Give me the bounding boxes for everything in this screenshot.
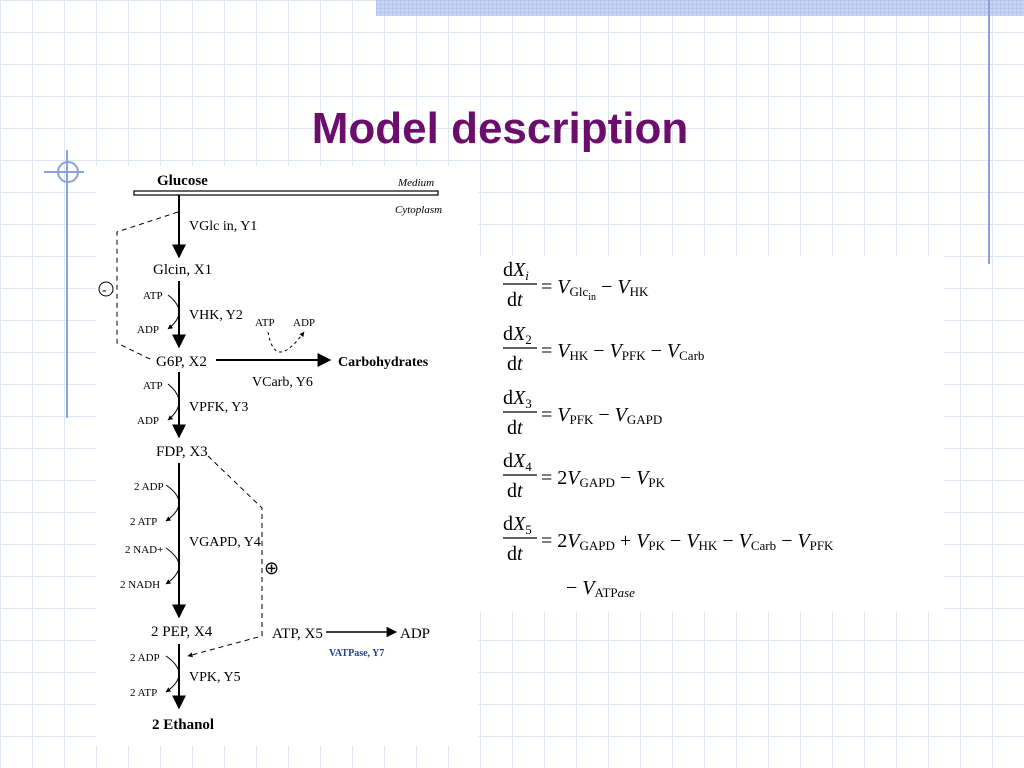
cofactor-carb-in: ATP <box>255 317 275 329</box>
decorative-top-band <box>376 0 1024 16</box>
node-pep: 2 PEP, X4 <box>151 624 213 640</box>
decorative-vertical-line-right <box>988 0 990 264</box>
slide-title: Model description <box>311 104 689 153</box>
curve-pk <box>165 655 180 693</box>
equations-panel-background <box>478 256 944 612</box>
curve-carb <box>267 331 305 353</box>
cofactor-pk-out: 2 ATP <box>130 687 157 699</box>
svg-text:dX3: dX3 <box>503 387 532 411</box>
flux-atpase: VATPase, Y7 <box>329 648 384 659</box>
cofactor-hk-out: ADP <box>137 324 159 336</box>
inhibition-circle <box>98 281 114 297</box>
decorative-vertical-line-left <box>66 150 68 418</box>
curve-pfk <box>167 383 180 421</box>
cofactor-gapd-atp: 2 ATP <box>130 516 157 528</box>
svg-text:dXi: dXi <box>503 259 529 283</box>
cofactor-gapd-adp: 2 ADP <box>134 481 164 493</box>
activation-symbol: ⊕ <box>264 558 279 578</box>
cofactor-pk-in: 2 ADP <box>130 652 160 664</box>
equation-2: dX2 dt = VHK − VPFK − VCarb <box>503 323 704 375</box>
svg-text:dX5: dX5 <box>503 513 532 537</box>
svg-text:dt: dt <box>507 543 523 565</box>
svg-text:= VGlcin − VHK: = VGlcin − VHK <box>541 276 649 303</box>
flux-pfk: VPFK, Y3 <box>189 400 248 415</box>
node-glucose: Glucose <box>157 173 208 189</box>
curve-gapd-nad <box>165 547 180 585</box>
svg-text:= 2VGAPD + VPK − VHK − VCarb −: = 2VGAPD + VPK − VHK − VCarb − VPFK <box>541 530 834 553</box>
svg-text:= 2VGAPD − VPK: = 2VGAPD − VPK <box>541 467 666 490</box>
equation-3: dX3 dt = VPFK − VGAPD <box>503 387 662 439</box>
inhibition-symbol: - <box>102 283 107 298</box>
crosshair-icon <box>44 161 84 183</box>
curve-gapd-atp <box>165 484 180 522</box>
cofactor-pfk-in: ATP <box>143 380 163 392</box>
curve-hk <box>167 294 180 330</box>
node-carbohydrates: Carbohydrates <box>338 355 429 370</box>
cofactor-pfk-out: ADP <box>137 415 159 427</box>
node-atp-x5: ATP, X5 <box>272 626 323 642</box>
cofactor-carb-out: ADP <box>293 317 315 329</box>
svg-text:dt: dt <box>507 289 523 311</box>
flux-gapd: VGAPD, Y4 <box>189 535 261 550</box>
node-glc-in: Glcin, X1 <box>153 262 212 278</box>
cytoplasm-label: Cytoplasm <box>395 204 442 216</box>
svg-text:dt: dt <box>507 417 523 439</box>
node-adp: ADP <box>400 626 430 642</box>
flux-glc: VGlc in, Y1 <box>189 219 257 234</box>
svg-text:dt: dt <box>507 353 523 375</box>
equation-1: dXi dt = VGlcin − VHK <box>503 259 649 311</box>
diagram-panel-background <box>96 166 478 746</box>
equation-4: dX4 dt = 2VGAPD − VPK <box>503 450 666 502</box>
flux-carb: VCarb, Y6 <box>252 375 313 390</box>
svg-text:= VHK − VPFK − VCarb: = VHK − VPFK − VCarb <box>541 340 704 363</box>
node-g6p: G6P, X2 <box>156 354 207 370</box>
svg-text:dt: dt <box>507 480 523 502</box>
flux-pk: VPK, Y5 <box>189 670 241 685</box>
equation-5: dX5 dt = 2VGAPD + VPK − VHK − VCarb − VP… <box>503 513 834 600</box>
cell-membrane <box>133 190 439 196</box>
svg-text:dX4: dX4 <box>503 450 532 474</box>
medium-label: Medium <box>397 177 434 189</box>
feedforward-activation-line <box>187 455 263 658</box>
cofactor-gapd-nad: 2 NAD+ <box>125 544 163 556</box>
svg-text:= VPFK − VGAPD: = VPFK − VGAPD <box>541 404 662 427</box>
svg-text:− VATPase: − VATPase <box>566 577 635 600</box>
flux-hk: VHK, Y2 <box>189 308 243 323</box>
cofactor-hk-in: ATP <box>143 290 163 302</box>
svg-text:dX2: dX2 <box>503 323 532 347</box>
node-fdp: FDP, X3 <box>156 444 208 460</box>
cofactor-gapd-nadh: 2 NADH <box>120 579 160 591</box>
node-ethanol: 2 Ethanol <box>152 717 214 733</box>
feedback-inhibition-line <box>116 211 179 361</box>
